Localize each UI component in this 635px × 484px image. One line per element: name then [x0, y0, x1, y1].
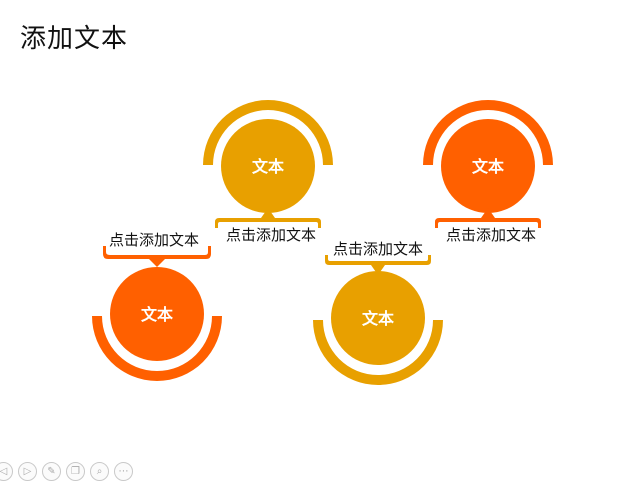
node-1-label: 文本 [141, 305, 173, 324]
node-1-bracket [103, 246, 211, 267]
node-3-caption: 点击添加文本 [333, 240, 423, 258]
node-2-bracket [215, 208, 321, 228]
node-3-outer-ring [313, 320, 443, 385]
node-4-label: 文本 [472, 157, 504, 176]
node-4-bracket [435, 208, 541, 228]
node-2-outer-ring [203, 100, 333, 165]
node-2[interactable]: 文本 点击添加文本 [203, 100, 333, 244]
node-4[interactable]: 文本 点击添加文本 [423, 100, 553, 244]
node-1[interactable]: 文本 点击添加文本 [92, 231, 222, 381]
more-icon[interactable]: ⋯ [114, 462, 133, 481]
pen-icon[interactable]: ✎ [42, 462, 61, 481]
node-3-label: 文本 [362, 309, 394, 328]
node-2-label: 文本 [252, 157, 284, 176]
node-3-circle [331, 271, 425, 365]
slide-title: 添加文本 [20, 24, 129, 54]
node-4-circle [441, 119, 535, 213]
slides-icon[interactable]: ❐ [66, 462, 85, 481]
node-4-outer-ring [423, 100, 553, 165]
previous-icon[interactable]: ◁ [0, 462, 13, 481]
node-2-circle [221, 119, 315, 213]
node-1-outer-ring [92, 316, 222, 381]
next-icon[interactable]: ▷ [18, 462, 37, 481]
node-1-caption: 点击添加文本 [109, 231, 199, 249]
node-1-circle [110, 267, 204, 361]
node-3[interactable]: 文本 点击添加文本 [313, 240, 443, 385]
node-3-bracket [325, 255, 431, 275]
slideshow-toolbar: ◁ ▷ ✎ ❐ ⌕ ⋯ [0, 462, 133, 481]
zoom-icon[interactable]: ⌕ [90, 462, 109, 481]
node-4-caption: 点击添加文本 [446, 226, 536, 244]
node-2-caption: 点击添加文本 [226, 226, 316, 244]
